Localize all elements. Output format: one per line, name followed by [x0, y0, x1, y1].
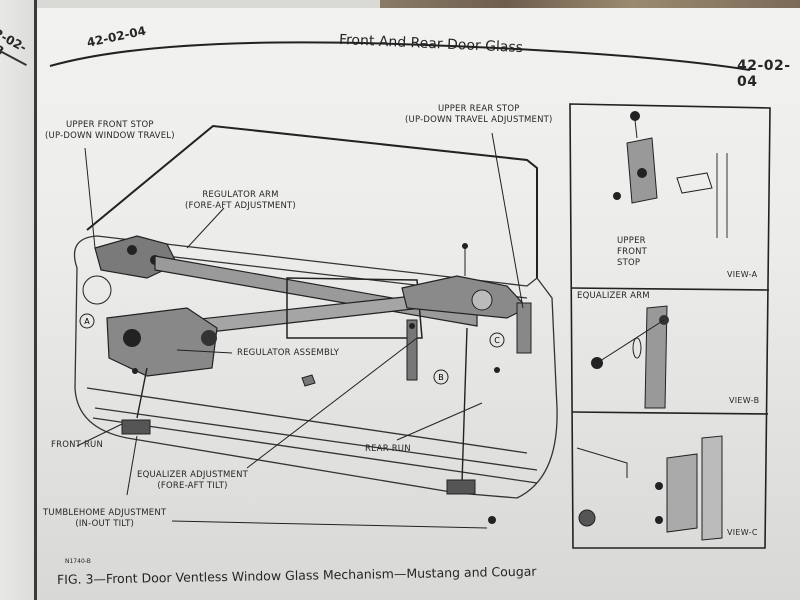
detail-views-frame [569, 103, 771, 549]
door-glass-outline [86, 124, 538, 278]
label-line: STOP [617, 258, 641, 268]
label-line: REGULATOR ARM [202, 190, 279, 200]
view-b-illustration [591, 305, 669, 409]
view-a-callout: UPPER FRONT STOP [617, 236, 647, 269]
label-line: (UP-DOWN WINDOW TRAVEL) [45, 131, 175, 141]
label-regulator-assembly: REGULATOR ASSEMBLY [237, 348, 340, 358]
regulator-assembly [106, 307, 218, 377]
front-run-bracket [121, 419, 151, 435]
book-spine [34, 0, 37, 600]
view-marker-c-text: C [494, 336, 500, 345]
label-upper-front-stop: UPPER FRONT STOP (UP-DOWN WINDOW TRAVEL) [45, 120, 175, 142]
label-equalizer-adjustment: EQUALIZER ADJUSTMENT (FORE-AFT TILT) [137, 470, 248, 492]
label-line: (IN-OUT TILT) [75, 519, 134, 529]
left-page-number: 2-02-03 [0, 26, 29, 59]
label-line: UPPER REAR STOP [437, 104, 520, 114]
view-c-label: VIEW-C [727, 528, 758, 537]
view-c-illustration [576, 435, 723, 541]
glass-runs [136, 327, 468, 484]
label-front-run: FRONT RUN [51, 440, 104, 450]
view-marker-b: B [433, 369, 449, 385]
bolts [132, 367, 500, 524]
view-a-detail-circle [82, 275, 112, 305]
manual-page: 42-02-04 Front And Rear Door Glass 42-02… [37, 8, 800, 600]
header-rule [49, 41, 751, 71]
label-line: UPPER [617, 236, 646, 246]
upper-rear-bracket [401, 243, 528, 319]
label-line: EQUALIZER ADJUSTMENT [137, 470, 249, 480]
view-a-label: VIEW-A [727, 270, 758, 279]
equalizer-arm [406, 319, 418, 381]
label-line: FRONT [617, 247, 648, 257]
view-marker-a-text: A [84, 317, 90, 326]
label-line: (FORE-AFT TILT) [157, 481, 228, 491]
reference-code: N1740-B [65, 558, 91, 565]
view-marker-c: C [489, 332, 505, 348]
label-regulator-arm: REGULATOR ARM (FORE-AFT ADJUSTMENT) [185, 190, 296, 212]
view-marker-a: A [79, 313, 95, 329]
view-b-callout: EQUALIZER ARM [577, 291, 650, 301]
label-line: UPPER FRONT STOP [65, 120, 154, 130]
label-upper-rear-stop: UPPER REAR STOP (UP-DOWN TRAVEL ADJUSTME… [405, 104, 553, 126]
label-line: (UP-DOWN TRAVEL ADJUSTMENT) [405, 115, 553, 125]
label-line: (FORE-AFT ADJUSTMENT) [185, 201, 296, 211]
view-marker-b-text: B [438, 373, 444, 382]
rear-run-lower-bracket [446, 479, 476, 495]
label-line: TUMBLEHOME ADJUSTMENT [43, 508, 167, 518]
rear-run-bracket [516, 302, 532, 354]
left-page: 2-02-03 [0, 0, 36, 600]
label-rear-run: REAR RUN [365, 444, 411, 454]
section-number-right: 42-02-04 [737, 58, 791, 90]
leader-lines [76, 132, 524, 529]
label-tumblehome-adjustment: TUMBLEHOME ADJUSTMENT (IN-OUT TILT) [43, 508, 166, 530]
view-b-label: VIEW-B [729, 396, 760, 405]
door-glass-diagram: A B C [49, 41, 771, 549]
view-a-illustration [613, 111, 728, 238]
